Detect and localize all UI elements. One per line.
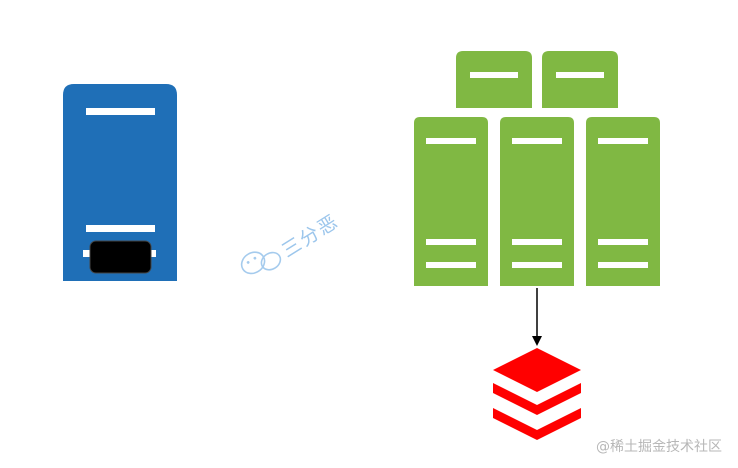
wechat-icon [240,251,282,275]
server-cluster-icon [412,51,662,288]
storage-layers-icon [493,348,581,440]
cluster-back-server-2 [542,51,618,108]
cluster-front-server-1 [412,115,490,288]
cluster-front-server-3 [584,115,662,288]
footer-watermark: @稀土掘金技术社区 [596,439,722,455]
single-server-icon [63,84,177,281]
cluster-front-server-2 [498,115,576,288]
cluster-back-server-1 [456,51,532,108]
